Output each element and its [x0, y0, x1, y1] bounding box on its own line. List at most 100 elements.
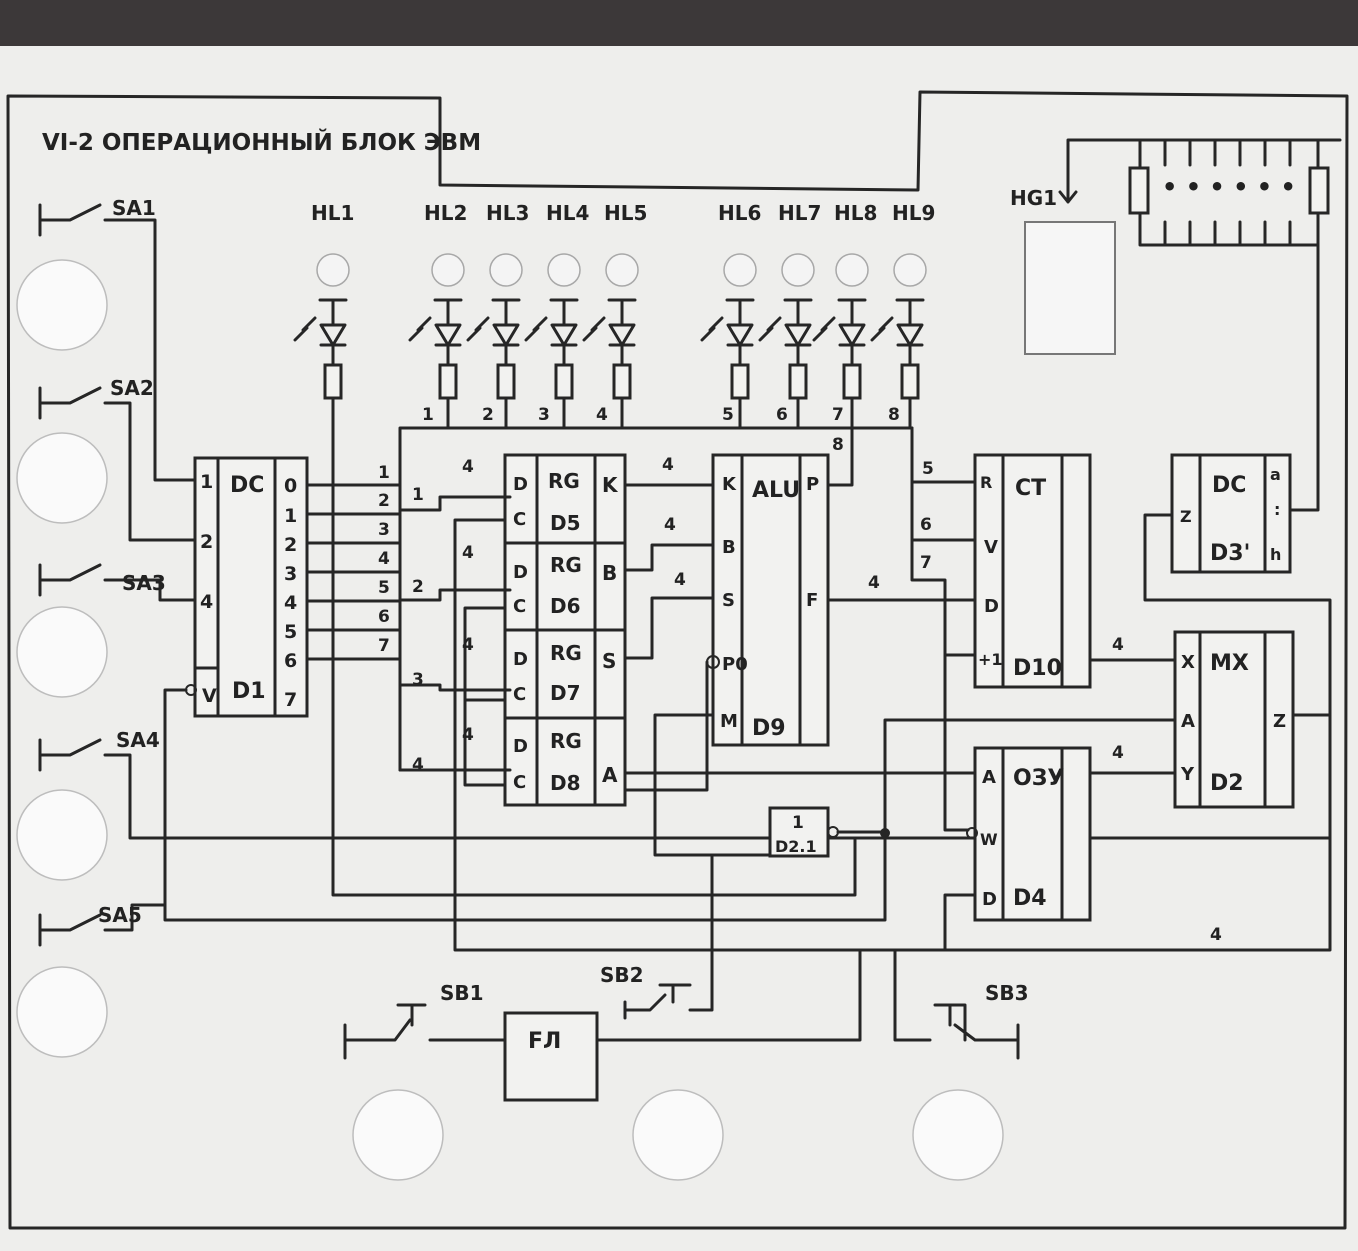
d1-out-4: 4 [284, 592, 297, 614]
svg-text:D4: D4 [1013, 886, 1047, 911]
wire-num-7: 7 [378, 636, 390, 656]
bus-width-d6: 4 [462, 543, 474, 563]
gate-d2-1: 1 D2.1 [768, 806, 830, 858]
pulse-generator: FЛ [503, 1011, 599, 1102]
svg-text:RG: RG [550, 641, 582, 665]
svg-text:D8: D8 [550, 771, 581, 795]
svg-text:SA4: SA4 [116, 728, 160, 752]
panel-title: VI-2 ОПЕРАЦИОННЫЙ БЛОК ЭВМ [42, 128, 481, 156]
svg-text:• • • • • •: • • • • • • [1162, 173, 1296, 201]
svg-text:Y: Y [1180, 764, 1195, 785]
svg-text:C: C [513, 596, 526, 617]
d1-out-5: 5 [284, 621, 297, 643]
svg-text:Z: Z [1273, 711, 1286, 732]
bus-width-d8: 4 [462, 725, 474, 745]
led-row [293, 298, 925, 430]
d1-in-1: 1 [200, 471, 213, 493]
counter-d10: CT D10 R V D +1 [973, 453, 1092, 689]
switch-sa2[interactable]: SA2 [38, 376, 197, 542]
lamp-bit-2: 2 [482, 405, 494, 425]
switch-sa4[interactable]: SA4 [38, 703, 1332, 840]
svg-text:D: D [982, 889, 997, 910]
mux-wires [883, 713, 1332, 840]
svg-text:P: P [806, 474, 819, 495]
left-mounting-holes [16, 259, 108, 1058]
lamp-bit-5: 5 [722, 405, 734, 425]
bus-width-ram: 4 [1112, 743, 1124, 763]
svg-text:W: W [980, 830, 998, 849]
led-8 [812, 298, 867, 430]
dc3-output-wire [1288, 238, 1320, 512]
svg-text:K: K [602, 473, 619, 497]
counter-in-7: 7 [920, 553, 932, 573]
d1-out-0: 0 [284, 475, 297, 497]
lamp-hl6: HL6 [718, 201, 761, 287]
svg-text:SA5: SA5 [98, 903, 142, 927]
d1-in-2: 2 [200, 531, 213, 553]
alu-output-wires [826, 426, 977, 602]
svg-text:h: h [1270, 545, 1281, 564]
svg-text:DC: DC [1212, 473, 1246, 498]
led-9 [870, 298, 925, 430]
hl1-wire [331, 403, 857, 897]
svg-text:SB1: SB1 [440, 981, 484, 1005]
svg-text:A: A [602, 763, 618, 787]
d1-out-1: 1 [284, 505, 297, 527]
svg-text:C: C [513, 772, 526, 793]
svg-text:SB3: SB3 [985, 981, 1029, 1005]
switch-sa3[interactable]: SA3 [38, 563, 197, 602]
wire-num-4: 4 [378, 549, 390, 569]
svg-text:+1: +1 [978, 650, 1003, 669]
bus-tap-1: 1 [412, 485, 424, 505]
ram-d4: ОЗУ D4 A W D [973, 746, 1092, 922]
svg-text:D10: D10 [1013, 656, 1062, 681]
bus-tap-2: 2 [412, 577, 424, 597]
svg-text:D9: D9 [752, 716, 786, 741]
svg-text:D1: D1 [232, 679, 266, 704]
svg-text:a: a [1270, 465, 1281, 484]
lamp-bit-3: 3 [538, 405, 550, 425]
d1-out-2: 2 [284, 534, 297, 556]
svg-text::: : [1274, 500, 1280, 519]
d1-in-4: 4 [200, 591, 213, 613]
wire-num-3: 3 [378, 520, 390, 540]
svg-text:HL2: HL2 [424, 201, 467, 225]
bus-to-registers [398, 495, 512, 772]
switch-sa5[interactable]: SA5 [38, 835, 887, 947]
switch-sa1[interactable]: SA1 [38, 196, 197, 482]
lamp-bit-7: 7 [832, 405, 844, 425]
svg-text:1: 1 [792, 813, 804, 833]
pulse-wires [428, 948, 862, 1042]
indicator-hg1: HG1 • • • • • • [1010, 138, 1342, 355]
button-sb1[interactable]: SB1 [343, 981, 484, 1060]
svg-text:HL6: HL6 [718, 201, 761, 225]
register-d6: D C RG D6 B [513, 553, 617, 618]
svg-text:ОЗУ: ОЗУ [1013, 766, 1064, 791]
lamp-hl2: HL2 [424, 201, 467, 287]
alu-d9: ALU D9 K B S P0 M P F [711, 453, 830, 747]
register-to-alu-wires [623, 483, 1002, 775]
svg-text:R: R [980, 473, 992, 492]
svg-text:A: A [982, 767, 996, 788]
register-inputs [493, 495, 512, 772]
bus-width-ct: 4 [1112, 635, 1124, 655]
d1-out-7: 7 [284, 689, 297, 711]
wire-num-6: 6 [378, 607, 390, 627]
counter-in-6: 6 [920, 515, 932, 535]
register-d5: D C RG D5 K [513, 469, 619, 535]
bus-width-d5: 4 [462, 457, 474, 477]
counter-inputs [910, 426, 977, 832]
led-6 [700, 298, 755, 430]
svg-text:HL4: HL4 [546, 201, 589, 225]
svg-text:ALU: ALU [752, 478, 800, 503]
svg-text:C: C [513, 509, 526, 530]
wire-num-2: 2 [378, 491, 390, 511]
svg-text:F: F [806, 590, 818, 611]
button-sb2[interactable]: SB2 [600, 853, 714, 1020]
bus-width-b: 4 [664, 515, 676, 535]
button-sb3[interactable]: SB3 [893, 948, 1029, 1060]
bus-width-k: 4 [662, 455, 674, 475]
lamp-bit-6: 6 [776, 405, 788, 425]
svg-text:A: A [1181, 711, 1195, 732]
svg-text:D5: D5 [550, 511, 581, 535]
